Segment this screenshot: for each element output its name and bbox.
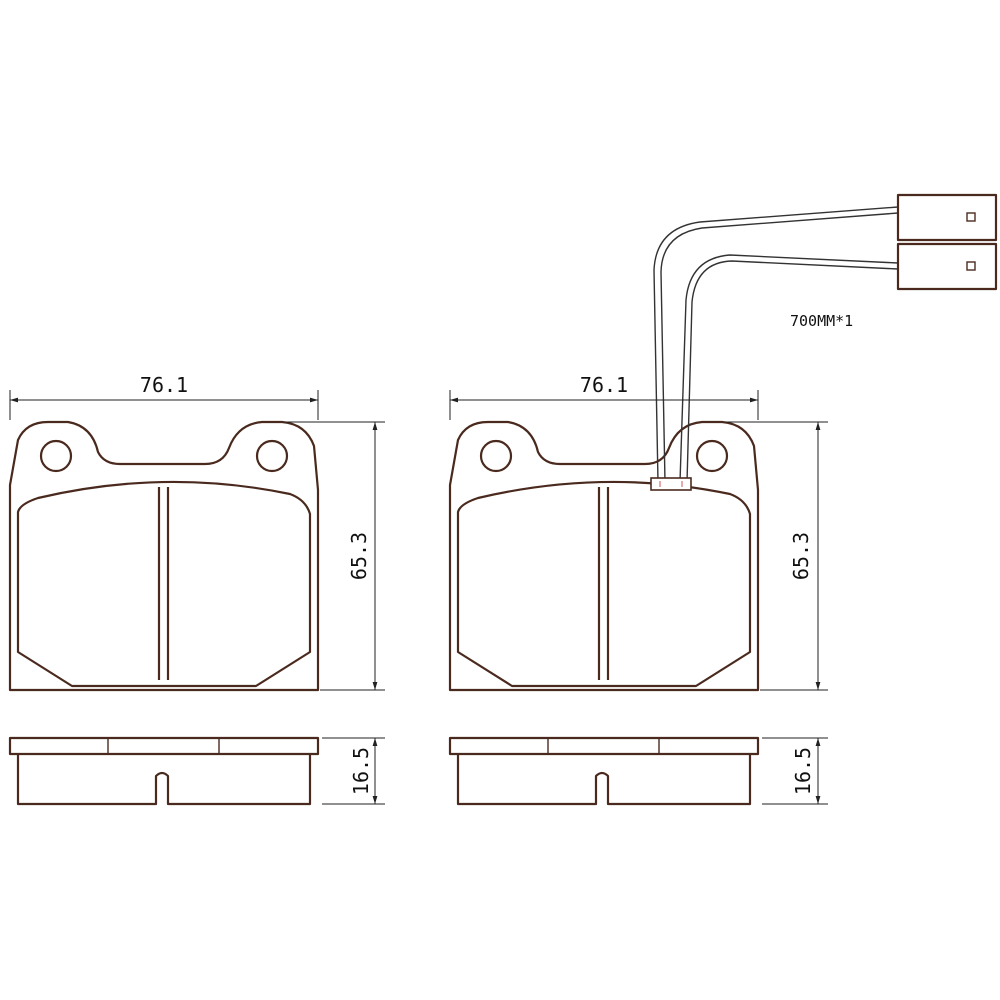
sensor-wire-outer	[653, 206, 899, 483]
right-thickness-dimension: 16.5	[762, 737, 828, 805]
right-pad-side-view	[448, 736, 760, 806]
left-height-dimension: 65.3	[285, 421, 385, 691]
left-width-dimension: 76.1	[9, 373, 319, 420]
left-backing-plate	[8, 420, 320, 692]
sensor-wire-inner	[660, 212, 899, 483]
right-mount-hole-left	[479, 439, 513, 473]
left-thickness-dimension: 16.5	[322, 737, 385, 805]
sensor-clip	[650, 477, 692, 491]
right-width-label: 76.1	[580, 373, 628, 397]
sensor-wire-2-outer	[679, 254, 899, 483]
sensor-connector-top	[896, 193, 998, 242]
left-pad-side-view	[8, 736, 320, 806]
left-thickness-label: 16.5	[349, 747, 373, 795]
right-mount-hole-right	[695, 439, 729, 473]
right-height-label: 65.3	[789, 532, 813, 580]
left-friction-material	[16, 480, 312, 688]
left-mount-hole-right	[255, 439, 289, 473]
wear-sensor-wire	[650, 206, 899, 491]
left-pad-front-view	[8, 420, 320, 692]
right-height-dimension: 65.3	[725, 421, 828, 691]
left-width-label: 76.1	[140, 373, 188, 397]
right-side-backing	[448, 736, 760, 756]
left-mount-hole-left	[39, 439, 73, 473]
right-width-dimension: 76.1	[449, 373, 759, 420]
left-side-friction	[16, 754, 312, 806]
right-pad-front-view	[448, 420, 760, 692]
wire-length-note: 700MM*1	[790, 312, 853, 330]
left-side-backing	[8, 736, 320, 756]
sensor-connector-bottom	[896, 242, 998, 291]
right-side-friction	[456, 754, 752, 806]
right-backing-plate	[448, 420, 760, 692]
sensor-wire-2-inner	[686, 260, 899, 483]
right-thickness-label: 16.5	[791, 747, 815, 795]
right-friction-material	[456, 480, 752, 688]
left-height-label: 65.3	[347, 532, 371, 580]
